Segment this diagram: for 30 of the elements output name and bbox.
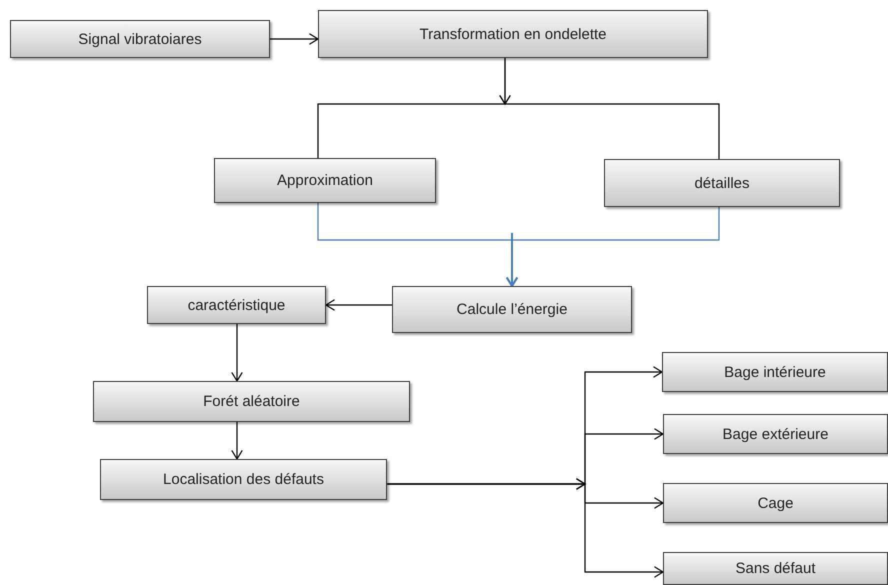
box-label: Bage extérieure xyxy=(722,426,828,442)
process-box xyxy=(663,483,888,523)
process-box xyxy=(392,286,632,333)
box-label: Approximation xyxy=(277,172,373,189)
box-label: Calcule l’énergie xyxy=(456,301,568,318)
process-box xyxy=(663,552,888,585)
process-box xyxy=(93,381,410,422)
process-box xyxy=(147,286,326,324)
process-box xyxy=(662,352,888,392)
box-label: Bage intérieure xyxy=(724,364,826,380)
process-box xyxy=(10,20,270,58)
box-label: Cage xyxy=(758,494,794,512)
arrow xyxy=(387,478,664,578)
process-box xyxy=(663,414,888,454)
box-label: Sans défaut xyxy=(735,560,816,577)
box-label: Forét aléatoire xyxy=(203,393,300,410)
process-box xyxy=(318,10,708,58)
arrow xyxy=(231,422,243,460)
process-box xyxy=(604,159,840,207)
box-label: Transformation en ondelette xyxy=(419,26,607,42)
process-box xyxy=(214,158,436,203)
arrow xyxy=(506,207,720,288)
box-label: Localisation des défauts xyxy=(163,471,324,488)
arrow xyxy=(231,324,243,382)
box-label: caractéristique xyxy=(188,296,286,314)
box-label: détailles xyxy=(694,174,750,192)
arrow xyxy=(324,299,392,311)
process-box xyxy=(100,459,387,500)
arrow xyxy=(270,33,320,45)
box-label: Signal vibratoiares xyxy=(78,30,202,48)
